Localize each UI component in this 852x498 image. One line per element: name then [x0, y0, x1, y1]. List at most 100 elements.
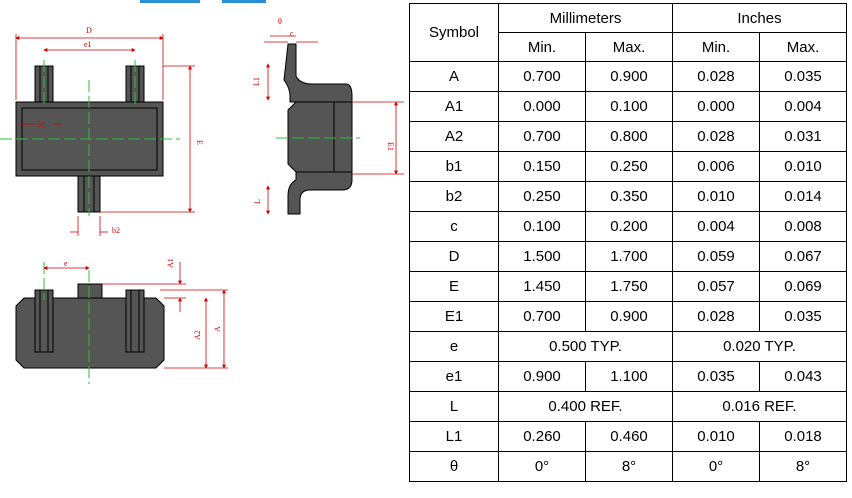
in-min-cell: 0.010: [672, 421, 760, 452]
mm-max-cell: 1.750: [585, 271, 673, 302]
mm-min-cell: 1.450: [498, 271, 586, 302]
symbol-cell: b2: [409, 181, 499, 212]
label-L: L: [253, 199, 262, 204]
mm-max-cell: 0.900: [585, 61, 673, 92]
label-b2: b2: [112, 226, 120, 235]
in-min-cell: 0.010: [672, 181, 760, 212]
symbol-cell: A1: [409, 91, 499, 122]
in-min-cell: 0.004: [672, 211, 760, 242]
in-min-cell: 0.057: [672, 271, 760, 302]
symbol-cell: A: [409, 61, 499, 92]
mm-max-cell: 8°: [585, 451, 673, 482]
symbol-cell: L1: [409, 421, 499, 452]
in-max-cell: 0.008: [759, 211, 847, 242]
mm-min-cell: 0.000: [498, 91, 586, 122]
in-max-cell: 0.035: [759, 301, 847, 332]
mm-span-cell: 0.500 TYP.: [498, 331, 673, 362]
symbol-cell: E: [409, 271, 499, 302]
mm-min-cell: 0.700: [498, 301, 586, 332]
in-span-cell: 0.016 REF.: [672, 391, 847, 422]
side-view-dimensions: [264, 35, 404, 215]
symbol-cell: e1: [409, 361, 499, 392]
mm-min-cell: 0.260: [498, 421, 586, 452]
header-mm-min: Min.: [498, 32, 586, 62]
in-max-cell: 0.043: [759, 361, 847, 392]
symbol-cell: L: [409, 391, 499, 422]
side-view: [283, 43, 353, 215]
symbol-cell: c: [409, 211, 499, 242]
package-outline-drawing: D e1 E b1 b2 θ c L1 L E1: [0, 0, 404, 384]
label-A2: A2: [193, 330, 202, 340]
front-view: [15, 283, 165, 369]
dimensions-table: Symbol Millimeters Inches Min. Max. Min.…: [409, 3, 847, 482]
mm-max-cell: 0.460: [585, 421, 673, 452]
symbol-cell: D: [409, 241, 499, 272]
mm-min-cell: 0.150: [498, 151, 586, 182]
cropped-header: [140, 0, 266, 3]
in-span-cell: 0.020 TYP.: [672, 331, 847, 362]
label-D: D: [86, 26, 92, 35]
in-max-cell: 0.069: [759, 271, 847, 302]
label-theta: θ: [278, 17, 282, 26]
in-max-cell: 0.014: [759, 181, 847, 212]
in-max-cell: 0.035: [759, 61, 847, 92]
symbol-cell: θ: [409, 451, 499, 482]
header-millimeters: Millimeters: [498, 3, 673, 33]
mm-max-cell: 1.700: [585, 241, 673, 272]
mm-max-cell: 0.900: [585, 301, 673, 332]
mm-min-cell: 1.500: [498, 241, 586, 272]
mm-min-cell: 0.100: [498, 211, 586, 242]
label-A1: A1: [166, 258, 175, 268]
symbol-cell: e: [409, 331, 499, 362]
mm-max-cell: 0.800: [585, 121, 673, 152]
label-b1: b1: [37, 120, 45, 129]
in-min-cell: 0.000: [672, 91, 760, 122]
header-in-max: Max.: [759, 32, 847, 62]
mm-min-cell: 0.250: [498, 181, 586, 212]
label-e1: e1: [84, 40, 92, 49]
symbol-cell: b1: [409, 151, 499, 182]
mm-min-cell: 0.700: [498, 121, 586, 152]
header-inches: Inches: [672, 3, 847, 33]
mm-min-cell: 0.900: [498, 361, 586, 392]
label-A: A: [213, 326, 222, 332]
label-E1: E1: [386, 142, 395, 151]
mm-min-cell: 0.700: [498, 61, 586, 92]
in-max-cell: 0.018: [759, 421, 847, 452]
label-e: e: [64, 259, 68, 268]
in-min-cell: 0.006: [672, 151, 760, 182]
mm-max-cell: 0.350: [585, 181, 673, 212]
in-max-cell: 0.010: [759, 151, 847, 182]
mm-max-cell: 0.200: [585, 211, 673, 242]
in-min-cell: 0.059: [672, 241, 760, 272]
in-max-cell: 8°: [759, 451, 847, 482]
mm-min-cell: 0°: [498, 451, 586, 482]
symbol-cell: E1: [409, 301, 499, 332]
mm-max-cell: 0.100: [585, 91, 673, 122]
header-symbol: Symbol: [409, 3, 499, 62]
mm-span-cell: 0.400 REF.: [498, 391, 673, 422]
symbol-cell: A2: [409, 121, 499, 152]
front-view-dimensions: [43, 262, 228, 369]
in-min-cell: 0.035: [672, 361, 760, 392]
mm-max-cell: 0.250: [585, 151, 673, 182]
in-min-cell: 0.028: [672, 121, 760, 152]
in-min-cell: 0°: [672, 451, 760, 482]
header-mm-max: Max.: [585, 32, 673, 62]
label-E: E: [195, 140, 204, 145]
header-in-min: Min.: [672, 32, 760, 62]
